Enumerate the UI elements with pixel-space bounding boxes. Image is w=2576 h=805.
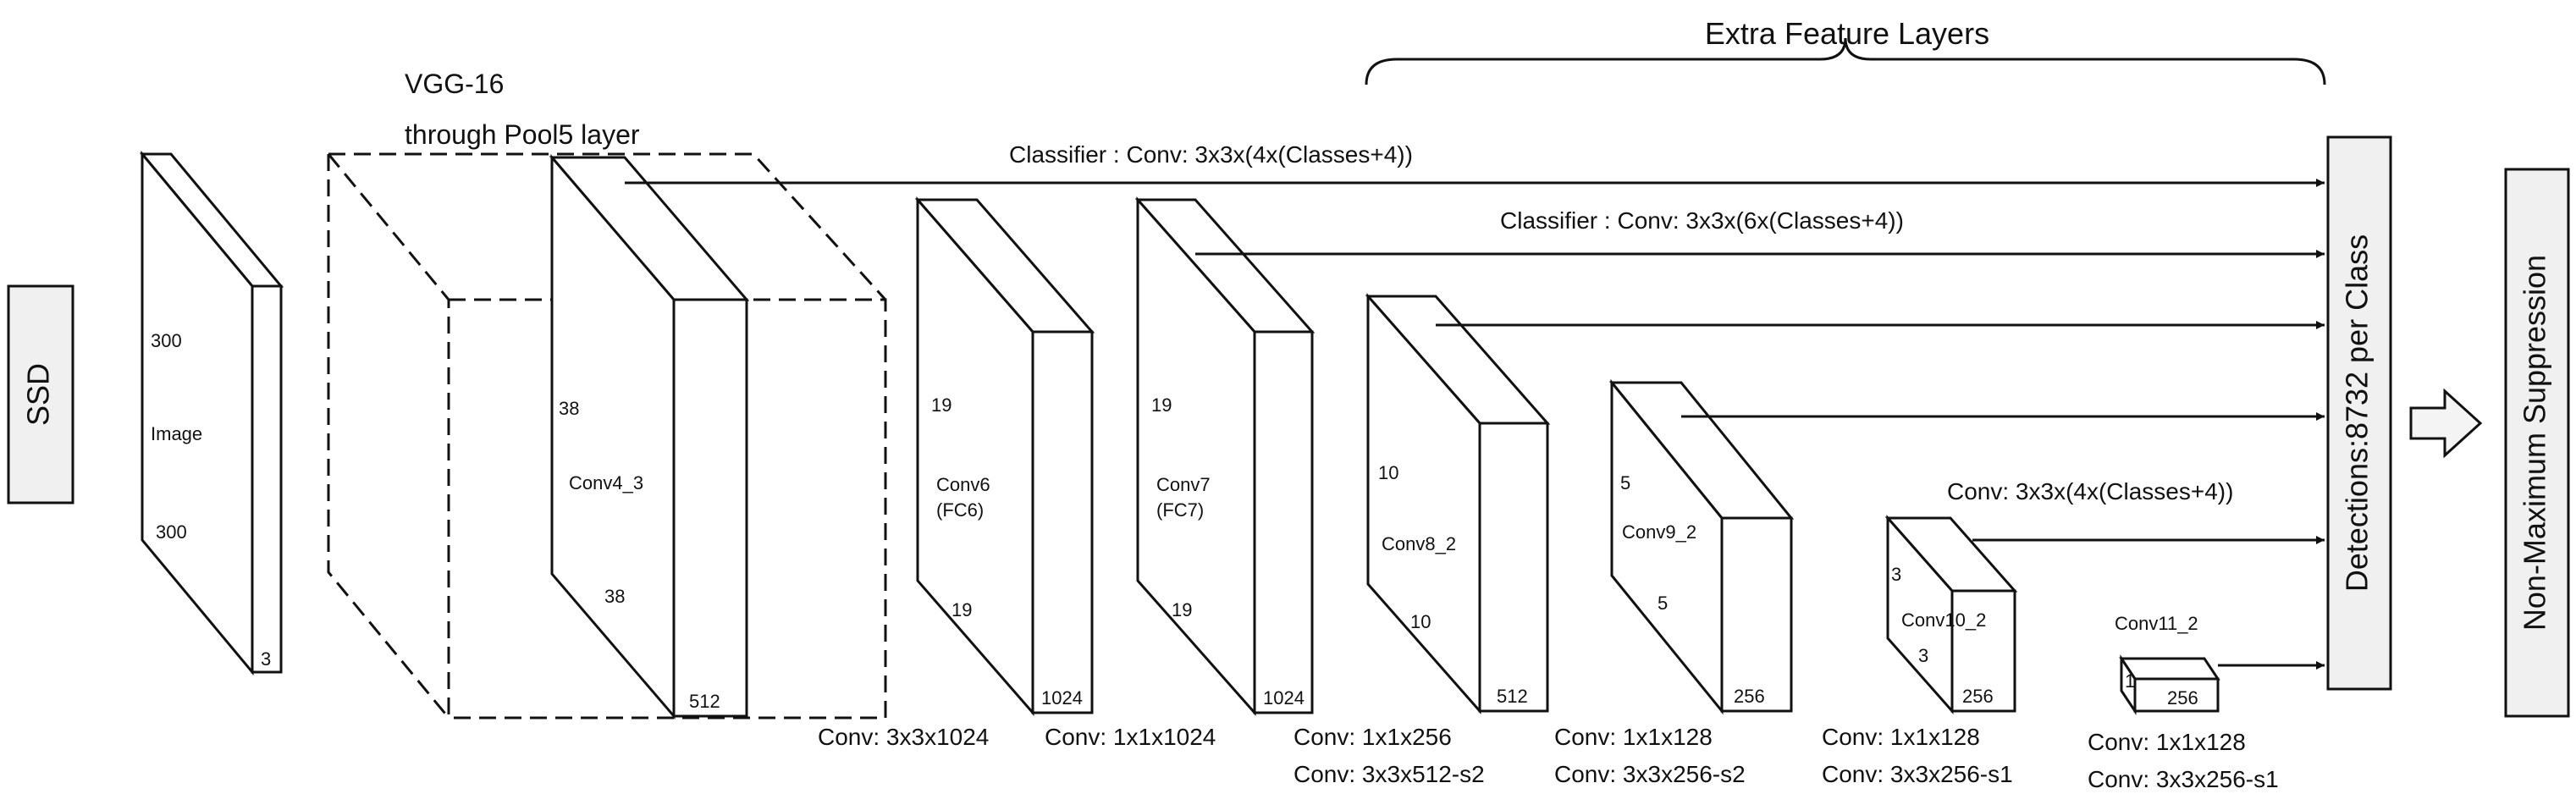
conv11-2-name: Conv11_2 xyxy=(2115,613,2198,634)
classifier-label-2: Classifier : Conv: 3x3x(6x(Classes+4)) xyxy=(1500,207,1904,234)
vgg-title-line2: through Pool5 layer xyxy=(405,119,640,150)
conv11-2-block xyxy=(2119,654,2220,715)
classifier-label-1: Classifier : Conv: 3x3x(4x(Classes+4)) xyxy=(1009,141,1413,168)
conv-label-conv9-line1: Conv: 1x1x128 xyxy=(1554,724,1713,750)
nms-label: Non-Maximum Suppression xyxy=(2518,255,2552,631)
conv10-2-block xyxy=(1884,515,2018,714)
conv6-dim-side: 19 xyxy=(931,394,952,416)
conv-label-conv9-line2: Conv: 3x3x256-s2 xyxy=(1554,761,1746,787)
conv9-2-dim-side: 5 xyxy=(1620,472,1630,493)
image-block-depth-face xyxy=(251,284,283,674)
detections-box: Detections:8732 per Class xyxy=(2326,135,2392,691)
extra-feature-layers-title: Extra Feature Layers xyxy=(1705,16,1989,51)
conv6-block xyxy=(914,196,1095,717)
conv7-dim-bottom: 19 xyxy=(1172,599,1192,620)
conv10-2-dim-side: 3 xyxy=(1891,564,1901,585)
conv7-name-line2: (FC7) xyxy=(1156,499,1204,521)
classifier-arrows xyxy=(625,179,2325,670)
conv8-2-depth: 512 xyxy=(1497,686,1528,707)
conv11-2-depth: 256 xyxy=(2167,687,2198,709)
conv7-name-line1: Conv7 xyxy=(1156,474,1211,495)
conv-label-conv10-line1: Conv: 1x1x128 xyxy=(1822,724,1980,750)
nms-box: Non-Maximum Suppression xyxy=(2504,168,2570,718)
classifier-label-3: Conv: 3x3x(4x(Classes+4)) xyxy=(1947,478,2233,505)
conv4-3-name: Conv4_3 xyxy=(569,472,643,493)
conv10-2-depth: 256 xyxy=(1962,686,1994,707)
image-depth: 3 xyxy=(261,648,271,670)
conv9-2-depth: 256 xyxy=(1734,686,1765,707)
conv10-2-name: Conv10_2 xyxy=(1901,609,1986,631)
conv7-dim-side: 19 xyxy=(1151,394,1172,416)
conv11-2-dim-side: 1 xyxy=(2125,670,2135,692)
conv-label-conv11-line1: Conv: 1x1x128 xyxy=(2088,729,2246,755)
conv4-3-block xyxy=(549,153,750,720)
ssd-label: SSD xyxy=(21,363,56,426)
detections-label: Detections:8732 per Class xyxy=(2340,234,2375,592)
conv8-2-dim-bottom: 10 xyxy=(1410,611,1431,632)
conv-label-conv10-line2: Conv: 3x3x256-s1 xyxy=(1822,761,2013,787)
conv8-2-name: Conv8_2 xyxy=(1382,533,1456,554)
conv8-2-dim-side: 10 xyxy=(1378,462,1398,483)
conv9-2-name: Conv9_2 xyxy=(1622,521,1696,543)
image-name: Image xyxy=(151,423,202,444)
conv9-2-dim-bottom: 5 xyxy=(1658,593,1668,614)
conv6-depth: 1024 xyxy=(1041,687,1083,709)
extra-feature-layers-brace xyxy=(1365,37,2326,85)
conv6-name-line1: Conv6 xyxy=(936,474,990,495)
conv4-3-depth: 512 xyxy=(689,691,720,712)
conv9-2-block xyxy=(1608,378,1795,715)
conv6-dim-bottom: 19 xyxy=(952,599,972,620)
conv8-2-block xyxy=(1365,293,1551,714)
conv-label-conv8-line2: Conv: 3x3x512-s2 xyxy=(1294,761,1485,787)
conv4-3-dim-side: 38 xyxy=(559,398,579,419)
vgg-title-line1: VGG-16 xyxy=(405,69,504,99)
conv4-3-dim-bottom: 38 xyxy=(604,586,625,607)
hollow-arrow-icon xyxy=(2409,388,2483,459)
image-block xyxy=(139,150,284,676)
conv-label-conv11-line2: Conv: 3x3x256-s1 xyxy=(2088,766,2279,792)
conv-label-conv8-line1: Conv: 1x1x256 xyxy=(1294,724,1452,750)
conv6-name-line2: (FC6) xyxy=(936,499,984,521)
conv-label-conv6: Conv: 3x3x1024 xyxy=(818,724,989,750)
ssd-label-box: SSD xyxy=(7,284,74,505)
conv7-block xyxy=(1134,196,1316,716)
conv-label-conv7: Conv: 1x1x1024 xyxy=(1045,724,1216,750)
image-dim-bottom: 300 xyxy=(156,521,187,543)
conv7-depth: 1024 xyxy=(1263,687,1305,709)
conv10-2-dim-bottom: 3 xyxy=(1918,645,1928,666)
image-dim-top: 300 xyxy=(151,330,182,351)
